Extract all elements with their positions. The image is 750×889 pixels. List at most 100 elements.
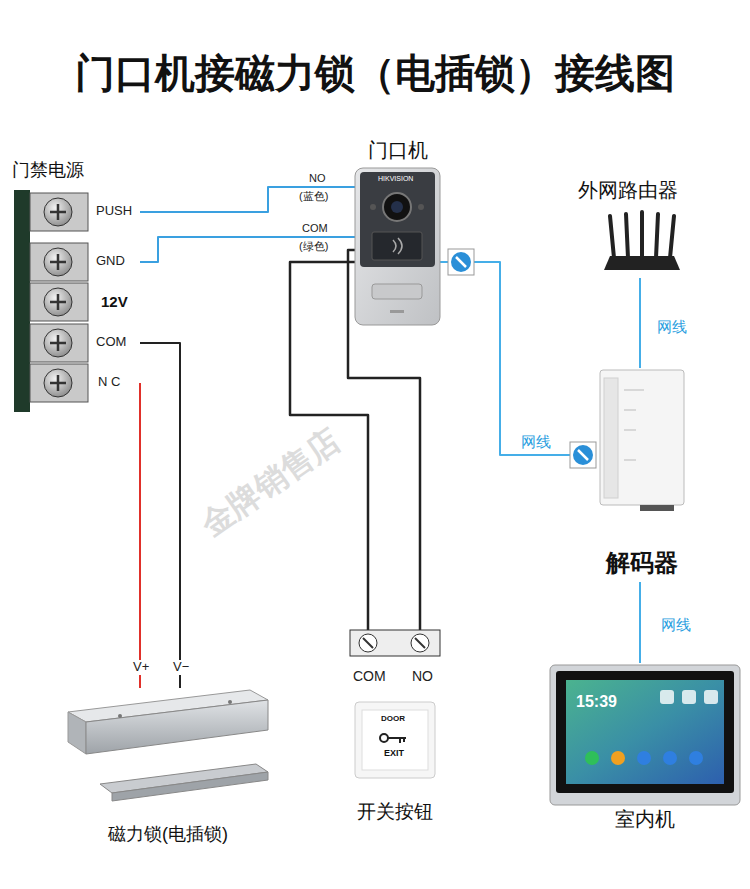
port-frame — [448, 249, 474, 275]
pin-name: NO — [308, 172, 327, 184]
key-icon — [388, 738, 406, 743]
button-plate — [355, 702, 435, 778]
diagram-title: 门口机接磁力锁（电插锁）接线图 — [0, 46, 750, 101]
door-station — [355, 168, 440, 325]
wire-connector — [639, 582, 641, 663]
unit-screen — [566, 680, 724, 784]
terminal-name: N C — [97, 375, 121, 390]
app-icon — [585, 751, 599, 765]
port-slash — [578, 450, 588, 460]
cable-label: 网线 — [660, 616, 692, 633]
decoder — [600, 370, 684, 511]
wire-connector — [140, 343, 180, 688]
wire-connector — [639, 278, 641, 368]
decoder-body — [600, 370, 684, 505]
terminal — [30, 283, 88, 321]
screen-clock: 15:39 — [576, 693, 617, 711]
device-label: 门口机 — [368, 138, 428, 162]
device-label: 室内机 — [615, 807, 675, 831]
decoder-marks — [624, 390, 644, 460]
pin-name: COM — [352, 668, 387, 684]
screw — [411, 634, 429, 652]
terminal-strip — [350, 630, 440, 656]
terminal-name: GND — [95, 254, 126, 269]
router-body — [604, 256, 680, 270]
station-body — [355, 168, 440, 325]
screw-slot — [363, 638, 373, 648]
camera — [383, 193, 411, 221]
decoder-side — [604, 378, 618, 498]
wire-color-note: (蓝色) — [298, 190, 329, 202]
port-icon — [451, 252, 471, 272]
device-node: 门禁电源 — [10, 158, 140, 410]
wire-connector — [140, 237, 355, 262]
app-icon — [682, 690, 696, 704]
pin-name: NO — [411, 668, 434, 684]
terminal-name: PUSH — [95, 204, 133, 219]
port-icon — [573, 445, 593, 465]
screw — [44, 329, 72, 357]
button-text: DOOR — [381, 714, 405, 723]
app-icon — [689, 751, 703, 765]
brand-mark: HIKVISION — [378, 175, 413, 183]
lock-hole — [118, 714, 122, 718]
app-icon — [704, 690, 718, 704]
wire-connector — [440, 262, 595, 455]
device-node: 室内机 — [548, 663, 742, 835]
device-label: 外网路由器 — [578, 178, 678, 202]
station-panel — [360, 172, 435, 267]
indoor-unit — [550, 665, 740, 805]
router-antenna — [610, 212, 674, 258]
pcb-strip — [14, 190, 30, 412]
port-frame — [570, 442, 596, 468]
card-reader — [372, 232, 422, 260]
screw-slot — [50, 294, 66, 310]
screw — [44, 248, 72, 276]
pin-name: V+ — [132, 660, 150, 675]
router — [604, 212, 680, 270]
terminal — [30, 364, 88, 402]
terminal — [30, 193, 88, 231]
screw-slot — [415, 638, 425, 648]
speaker-slot — [390, 310, 404, 313]
wire-connector — [139, 383, 141, 688]
terminal — [30, 324, 88, 362]
wire-color-note: (绿色) — [298, 240, 329, 252]
pin-name: COM — [301, 222, 329, 234]
screw-slot — [50, 204, 66, 220]
network-port — [448, 249, 596, 468]
screw — [359, 634, 377, 652]
unit-bezel — [556, 671, 734, 793]
terminal-name: 12V — [100, 293, 129, 310]
screw-slot — [50, 335, 66, 351]
pin-name: V− — [172, 660, 190, 675]
screw-slot — [50, 375, 66, 391]
device-label: 解码器 — [606, 549, 678, 578]
app-icon — [611, 751, 625, 765]
wire-connector — [140, 187, 355, 212]
terminal — [30, 243, 88, 281]
device-node: 门口机 — [355, 136, 440, 325]
card-icon — [393, 238, 402, 254]
armature-side — [112, 772, 268, 801]
watermark: 金牌销售店 — [194, 422, 346, 544]
cable-label: 网线 — [656, 318, 688, 335]
device-node: 解码器 — [595, 368, 689, 582]
key-icon — [380, 734, 388, 742]
terminal-block — [14, 190, 88, 412]
app-icon — [663, 751, 677, 765]
ir-led — [370, 204, 376, 210]
unit-frame — [550, 665, 740, 805]
lock-hole — [228, 700, 232, 704]
screw — [44, 288, 72, 316]
device-node: 磁力锁(电插锁) — [62, 688, 274, 850]
screw — [44, 369, 72, 397]
camera-lens — [391, 201, 403, 213]
device-label: 开关按钮 — [357, 801, 433, 824]
call-button — [372, 284, 422, 299]
button-text: EXIT — [384, 748, 404, 758]
magnetic-lock — [68, 690, 268, 801]
device-node: 外网路由器 — [548, 176, 708, 278]
